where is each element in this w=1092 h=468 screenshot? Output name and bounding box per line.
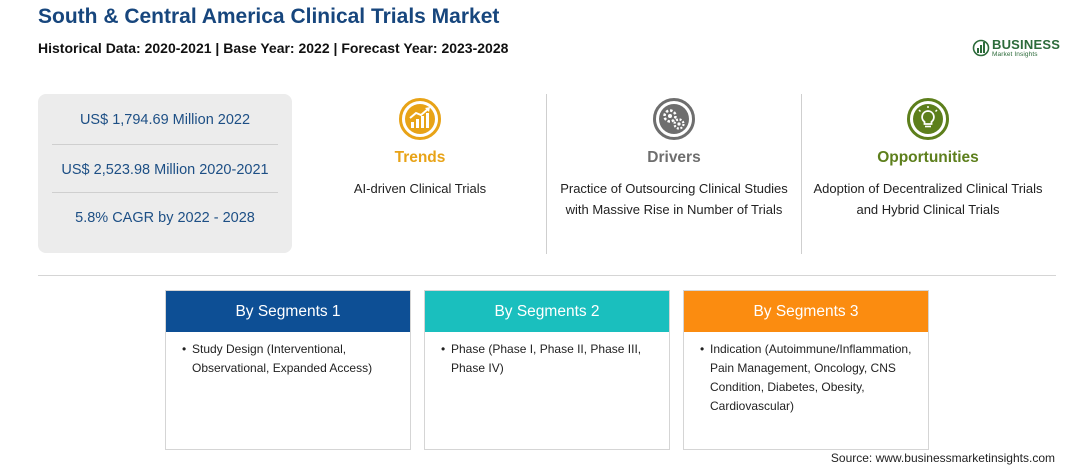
logo-word: BUSINESS bbox=[992, 37, 1061, 52]
opportunities-text: Adoption of Decentralized Clinical Trial… bbox=[813, 181, 1043, 217]
segment-3-item: Indication (Autoimmune/Inflammation, Pai… bbox=[710, 342, 912, 413]
segment-2-item: Phase (Phase I, Phase II, Phase III, Pha… bbox=[451, 342, 642, 375]
drivers-text: Practice of Outsourcing Clinical Studies… bbox=[560, 181, 788, 217]
segment-2-body: • Phase (Phase I, Phase II, Phase III, P… bbox=[425, 332, 669, 378]
gears-icon bbox=[653, 98, 695, 140]
segment-card-3: By Segments 3 • Indication (Autoimmune/I… bbox=[683, 290, 929, 450]
page-subtitle: Historical Data: 2020-2021 | Base Year: … bbox=[38, 40, 509, 56]
opportunities-heading: Opportunities bbox=[877, 149, 979, 166]
segment-card-1: By Segments 1 • Study Design (Interventi… bbox=[165, 290, 411, 450]
page-title: South & Central America Clinical Trials … bbox=[38, 5, 500, 28]
trend-chart-icon bbox=[399, 98, 441, 140]
segment-3-body: • Indication (Autoimmune/Inflammation, P… bbox=[684, 332, 928, 416]
logo-subword: Market Insights bbox=[992, 51, 1038, 58]
lightbulb-icon bbox=[907, 98, 949, 140]
bullet-icon: • bbox=[182, 342, 187, 356]
drivers-heading: Drivers bbox=[647, 149, 701, 166]
section-divider bbox=[38, 275, 1056, 276]
column-divider bbox=[546, 94, 547, 254]
bullet-icon: • bbox=[700, 342, 705, 356]
source-credit: Source: www.businessmarketinsights.com bbox=[830, 451, 1055, 465]
stat-market-size-historical: US$ 2,523.98 Million 2020-2021 bbox=[61, 162, 269, 178]
bullet-icon: • bbox=[441, 342, 446, 356]
segment-card-2: By Segments 2 • Phase (Phase I, Phase II… bbox=[424, 290, 670, 450]
stat-divider bbox=[52, 144, 278, 145]
column-divider bbox=[801, 94, 802, 254]
logo-globe-icon bbox=[972, 39, 990, 57]
stat-market-size-2022: US$ 1,794.69 Million 2022 bbox=[79, 112, 251, 128]
trends-text: AI-driven Clinical Trials bbox=[353, 181, 487, 196]
trends-heading: Trends bbox=[394, 149, 446, 166]
stat-divider bbox=[52, 192, 278, 193]
segment-1-heading: By Segments 1 bbox=[166, 291, 410, 332]
market-stats-panel: US$ 1,794.69 Million 2022 US$ 2,523.98 M… bbox=[38, 94, 292, 253]
segment-1-body: • Study Design (Interventional, Observat… bbox=[166, 332, 410, 378]
stat-cagr: 5.8% CAGR by 2022 - 2028 bbox=[75, 210, 255, 226]
segment-3-heading: By Segments 3 bbox=[684, 291, 928, 332]
brand-logo: BUSINESS Market Insights bbox=[972, 36, 1062, 62]
segment-1-item: Study Design (Interventional, Observatio… bbox=[192, 342, 373, 375]
segment-2-heading: By Segments 2 bbox=[425, 291, 669, 332]
